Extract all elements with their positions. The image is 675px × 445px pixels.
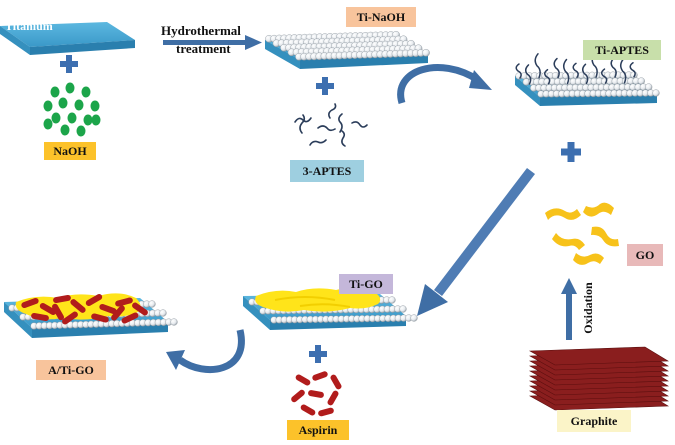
flow-arrow-icon (561, 278, 577, 340)
ti-aptes-label: Ti-APTES (583, 40, 661, 60)
go-label: GO (627, 244, 663, 266)
aspirin-label: Aspirin (287, 420, 349, 440)
plus-icon (561, 142, 581, 162)
ti-go-label: Ti-GO (339, 274, 393, 294)
flow-arrow-icon (163, 35, 262, 50)
titanium-label: Titanium (5, 19, 53, 33)
go-flakes (545, 202, 619, 265)
naoh-particles (43, 82, 101, 137)
ti-naoh-plate (265, 30, 430, 69)
naoh-label: NaOH (44, 142, 96, 160)
a-ti-go-label: A/Ti-GO (36, 360, 106, 380)
plus-icon (316, 77, 334, 95)
ti-aptes-plate (515, 52, 660, 106)
titanium-plate (0, 22, 135, 55)
aspirin-pills (291, 371, 342, 417)
nanostructure-spheres (265, 30, 430, 61)
grafted-aptes-chains (515, 52, 636, 85)
plus-icon (60, 55, 78, 73)
ti-naoh-label: Ti-NaOH (346, 7, 416, 27)
curved-arrow-icon (166, 329, 245, 374)
hydrothermal-label-line1: Hydrothermal (161, 23, 241, 38)
curved-arrow-icon (397, 64, 492, 105)
aptes-label: 3-APTES (290, 160, 364, 182)
flow-arrow-icon (417, 168, 535, 316)
aptes-molecules (294, 103, 368, 147)
graphite-label: Graphite (557, 410, 631, 432)
plus-icon (309, 345, 327, 363)
oxidation-label: Oxidation (581, 282, 595, 334)
a-ti-go-plate (4, 293, 178, 338)
hydrothermal-label-line2: treatment (176, 41, 231, 56)
graphite-stack (528, 346, 670, 411)
